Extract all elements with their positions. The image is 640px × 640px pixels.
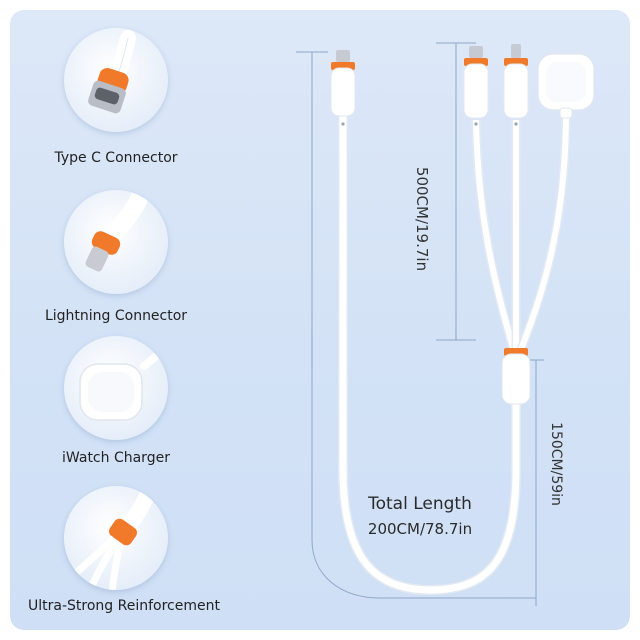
feature-label: Ultra-Strong Reinforcement [28, 598, 220, 614]
lightning-connector-icon [64, 190, 168, 294]
total-length: Total Length 200CM/78.7in [350, 494, 490, 538]
type-c-plug-left [330, 50, 356, 126]
watch-charger-puck [537, 53, 595, 119]
usb-c-connector-icon [64, 28, 168, 132]
feature-label: Lightning Connector [44, 308, 188, 324]
splitter-block [501, 348, 531, 405]
dimension-line-tail [528, 359, 544, 598]
watch-charger-icon [64, 336, 168, 440]
feature-label: Type C Connector [54, 150, 178, 166]
split-length-label: 500CM/19.7in [413, 166, 432, 272]
feature-label: iWatch Charger [62, 450, 170, 466]
dimension-line-split [436, 42, 476, 341]
total-length-value: 200CM/78.7in [367, 520, 473, 538]
cable-body [338, 95, 571, 596]
type-c-plug-branch [463, 46, 489, 126]
total-length-title: Total Length [368, 494, 472, 514]
tail-length-label: 150CM/59in [547, 422, 564, 506]
lightning-plug [503, 44, 529, 126]
